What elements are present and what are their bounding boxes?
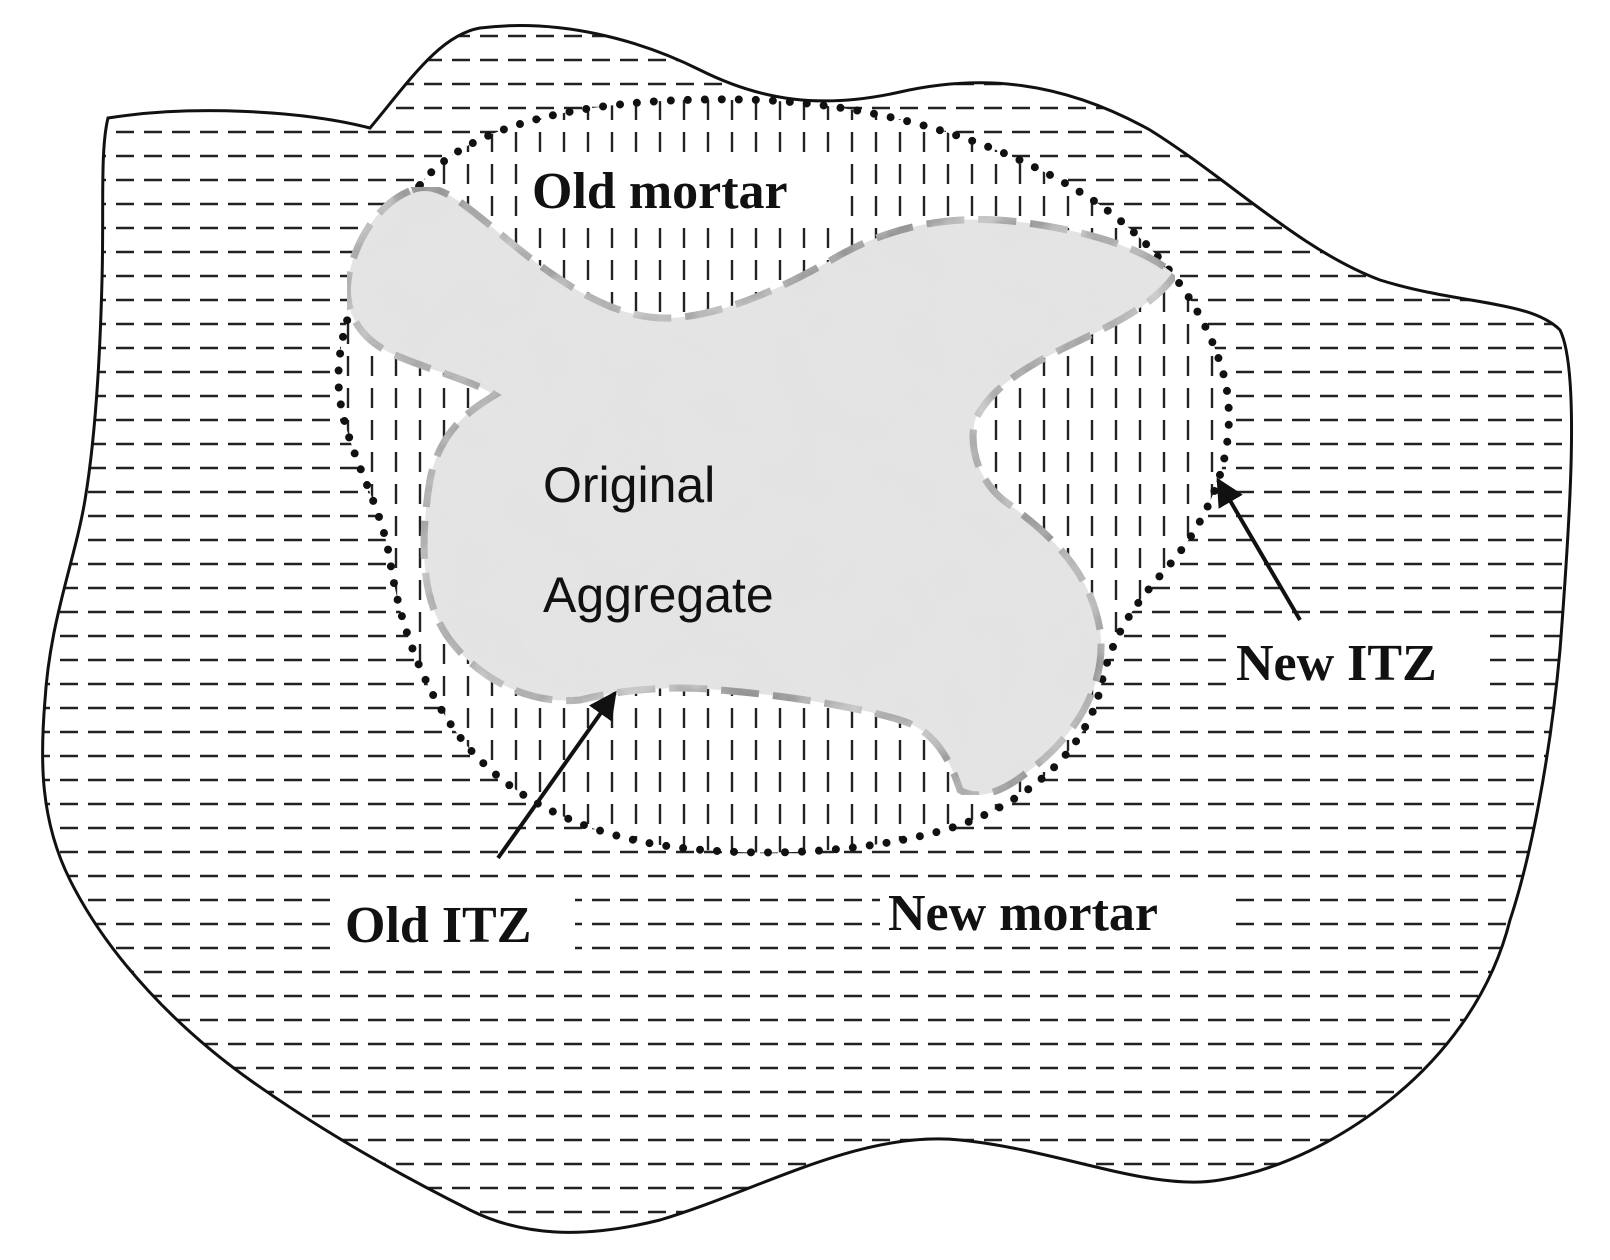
old-mortar-label: Old mortar: [532, 163, 788, 220]
new-mortar-label: New mortar: [888, 885, 1158, 942]
old-itz-label: Old ITZ: [345, 897, 531, 954]
new-itz-arrow: [1216, 477, 1302, 622]
aggregate-label-line2: Aggregate: [543, 567, 774, 623]
new-itz-label: New ITZ: [1236, 635, 1437, 692]
old-mortar-label-bg: [530, 160, 830, 222]
aggregate-label-line1: Original: [543, 457, 715, 513]
original-aggregate: [343, 184, 1180, 799]
old-itz-arrow: [496, 690, 617, 860]
old-itz-label-bg: [340, 888, 575, 960]
new-mortar-label-bg: [880, 878, 1230, 946]
new-itz-label-bg: [1228, 628, 1490, 698]
